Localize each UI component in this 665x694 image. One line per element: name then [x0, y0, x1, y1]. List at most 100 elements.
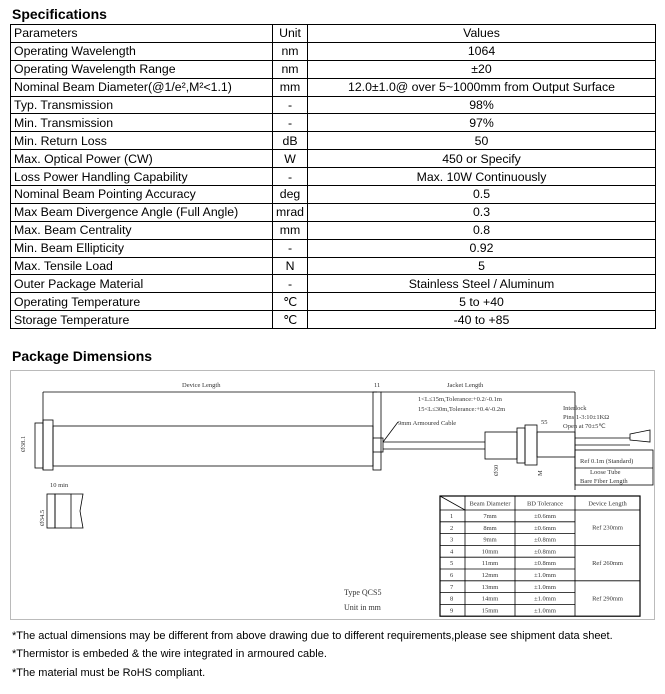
note-2: *Thermistor is embeded & the wire integr… [12, 648, 327, 660]
ref-length-label: Ref 0.1m (Standard) [580, 458, 633, 465]
value-cell: 450 or Specify [307, 149, 656, 169]
thread-label: M [537, 470, 544, 476]
row-index: 9 [450, 607, 453, 614]
table-row: Outer Package Material-Stainless Steel /… [10, 274, 656, 294]
open-temp-label: Open at 70±5℃ [563, 423, 606, 430]
unit-cell: - [271, 95, 309, 115]
table-row: Loss Power Handling Capability-Max. 10W … [10, 167, 656, 187]
dimension-table-header: Beam Diameter [470, 501, 512, 508]
parameter-cell: Max Beam Divergence Angle (Full Angle) [10, 202, 273, 222]
note-3: *The material must be RoHS compliant. [12, 667, 206, 679]
unit-cell: - [271, 238, 309, 258]
table-row: Typ. Transmission-98% [10, 95, 656, 115]
dimension-table-header: Device Length [588, 501, 627, 508]
unit-cell: nm [271, 41, 309, 61]
unit-cell: dB [271, 131, 309, 151]
device-length-cell: Ref 260mm [592, 560, 623, 567]
unit-cell: deg [271, 185, 309, 204]
value-cell: 0.5 [307, 185, 656, 204]
unit-cell: - [271, 113, 309, 133]
parameter-cell: Typ. Transmission [10, 95, 273, 115]
value-cell: -40 to +85 [307, 310, 656, 330]
beam-diameter-cell: 12mm [482, 572, 499, 579]
diameter-label: Ø38.1 [20, 436, 27, 452]
value-cell: 5 [307, 256, 656, 276]
interlock-label: Interlock [563, 405, 587, 412]
beam-diameter-cell: 7mm [483, 513, 496, 520]
pins-label: Pins 1-3:10±1KΩ [563, 414, 609, 421]
parameter-cell: Min. Beam Ellipticity [10, 238, 273, 258]
row-index: 6 [450, 572, 454, 579]
tolerance-1: 1<L≤15m,Tolerance:+0.2/-0.1m [418, 396, 502, 403]
parameter-cell: Storage Temperature [10, 310, 273, 330]
bd-tolerance-cell: ±1.0mm [534, 607, 556, 614]
value-cell: 98% [307, 95, 656, 115]
header-unit: Unit [271, 24, 309, 43]
unit-cell: ℃ [271, 310, 309, 330]
parameter-cell: Nominal Beam Pointing Accuracy [10, 185, 273, 204]
tolerance-2: 15<L≤30m,Tolerance:+0.4/-0.2m [418, 406, 505, 413]
value-cell: 0.92 [307, 238, 656, 258]
value-cell: 1064 [307, 41, 656, 61]
value-cell: 0.8 [307, 220, 656, 240]
connector-diameter-label: Ø30 [493, 465, 500, 476]
beam-diameter-cell: 9mm [483, 537, 496, 544]
diagonal-header [439, 495, 466, 511]
parameter-cell: Loss Power Handling Capability [10, 167, 273, 187]
bd-tolerance-cell: ±0.6mm [534, 525, 556, 532]
bd-tolerance-cell: ±0.8mm [534, 560, 556, 567]
value-cell: 97% [307, 113, 656, 133]
row-index: 4 [450, 548, 454, 555]
loose-tube-label: Loose Tube [590, 469, 621, 476]
header-values: Values [307, 24, 656, 43]
parameter-cell: Max. Tensile Load [10, 256, 273, 276]
armoured-cable-label: 9mm Armoured Cable [398, 420, 456, 427]
unit-cell: N [271, 256, 309, 276]
value-cell: 12.0±1.0@ over 5~1000mm from Output Surf… [307, 77, 656, 97]
note-1: *The actual dimensions may be different … [12, 630, 613, 642]
parameter-cell: Operating Wavelength Range [10, 59, 273, 79]
bd-tolerance-cell: ±1.0mm [534, 572, 556, 579]
value-cell: Stainless Steel / Aluminum [307, 274, 656, 294]
value-cell: ±20 [307, 59, 656, 79]
specifications-table: Parameters Unit Values Operating Wavelen… [10, 24, 656, 330]
bd-tolerance-cell: ±1.0mm [534, 584, 556, 591]
parameter-cell: Max. Optical Power (CW) [10, 149, 273, 169]
unit-cell: mm [271, 220, 309, 240]
value-cell: 5 to +40 [307, 292, 656, 312]
unit-cell: mm [271, 77, 309, 97]
beam-diameter-cell: 15mm [482, 607, 499, 614]
device-length-cell: Ref 230mm [592, 525, 623, 532]
parameter-cell: Min. Transmission [10, 113, 273, 133]
parameter-cell: Min. Return Loss [10, 131, 273, 151]
unit-cell: - [271, 167, 309, 187]
package-dimensions-title: Package Dimensions [12, 348, 153, 364]
value-cell: Max. 10W Continuously [307, 167, 656, 187]
table-row: Max Beam Divergence Angle (Full Angle)mr… [10, 202, 656, 222]
unit-cell: ℃ [271, 292, 309, 312]
dimension-table-header: BD Tolerance [527, 501, 563, 508]
unit-cell: W [271, 149, 309, 169]
row-index: 5 [450, 560, 453, 567]
type-label: Type QCS5 [344, 588, 381, 597]
value-cell: 0.3 [307, 202, 656, 222]
parameter-cell: Outer Package Material [10, 274, 273, 294]
row-index: 1 [450, 513, 453, 520]
diameter-label-2: Ø34.5 [39, 510, 46, 526]
table-row: Min. Transmission-97% [10, 113, 656, 133]
beam-diameter-cell: 13mm [482, 584, 499, 591]
unit-label: Unit in mm [344, 603, 382, 612]
package-drawing: Beam Diameter BD Tolerance Device Length 1 7… [10, 370, 655, 620]
value-cell: 50 [307, 131, 656, 151]
row-index: 3 [450, 537, 453, 544]
bd-tolerance-cell: ±0.6mm [534, 513, 556, 520]
beam-diameter-cell: 10mm [482, 548, 499, 555]
bd-tolerance-cell: ±0.8mm [534, 537, 556, 544]
